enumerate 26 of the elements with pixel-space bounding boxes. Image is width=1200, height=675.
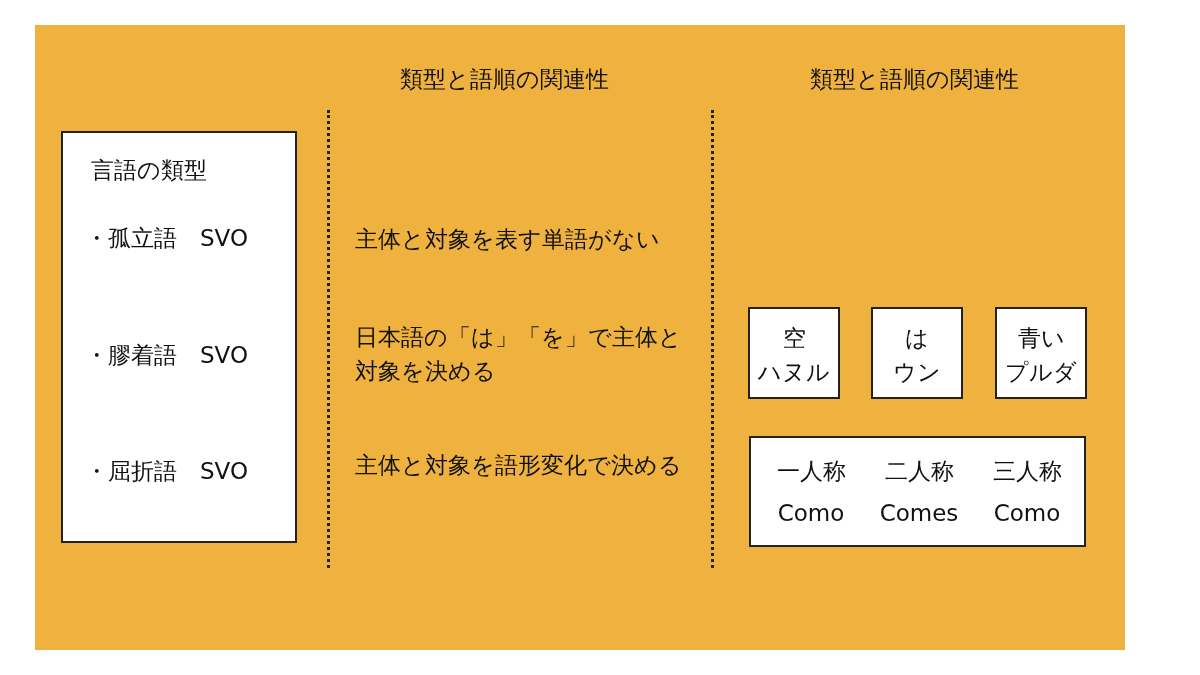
word-text: 空 xyxy=(781,324,807,353)
list-item: ・膠着語 SVO xyxy=(85,341,249,370)
word-text: は xyxy=(904,324,930,353)
conjugation-table-box xyxy=(749,436,1086,547)
description-text: 主体と対象を語形変化で決める xyxy=(355,451,683,480)
box-heading: 言語の類型 xyxy=(91,156,207,185)
word-card xyxy=(995,307,1087,399)
table-text: Como xyxy=(992,500,1062,526)
word-text: プルダ xyxy=(1004,358,1078,387)
table-text: 二人称 xyxy=(883,457,955,486)
table-text: Comes xyxy=(878,500,960,526)
list-item: ・孤立語 SVO xyxy=(85,224,249,253)
description-text: 主体と対象を表す単語がない xyxy=(355,225,661,254)
table-text: 一人称 xyxy=(775,457,847,486)
word-text: ウン xyxy=(892,358,942,387)
column-heading: 類型と語順の関連性 xyxy=(400,65,610,94)
word-text: ハヌル xyxy=(757,358,831,387)
table-text: 三人称 xyxy=(991,457,1063,486)
word-text: 青い xyxy=(1016,324,1066,353)
list-item: ・屈折語 SVO xyxy=(85,457,249,486)
column-heading: 類型と語順の関連性 xyxy=(810,65,1020,94)
description-text: 日本語の「は」「を」で主体と対象を決める xyxy=(355,323,683,386)
table-text: Como xyxy=(776,500,846,526)
word-card xyxy=(748,307,840,399)
word-card xyxy=(871,307,963,399)
type-list-box xyxy=(61,131,297,543)
